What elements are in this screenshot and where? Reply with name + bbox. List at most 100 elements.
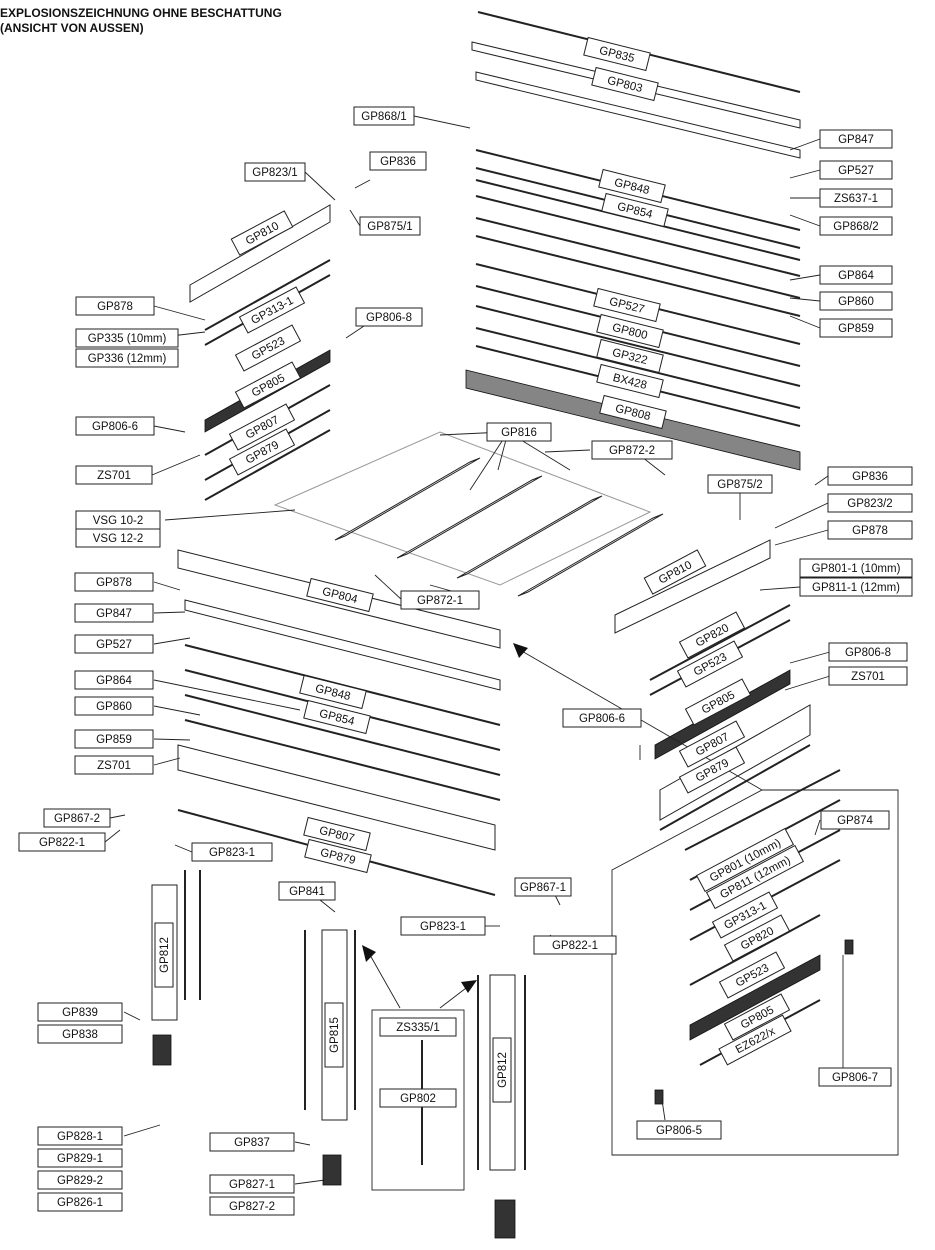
part-label: GP806-8 [366,312,412,324]
part-label: GP829-2 [57,1175,103,1187]
label-box-gp872-1: GP872-1 [400,590,480,610]
label-box-gp808: GP808 [599,394,667,430]
part-label: GP823-1 [420,921,466,933]
label-box-gp867-2: GP867-2 [43,808,111,828]
label-box-gp336: GP336 (12mm) [75,348,179,368]
label-box-gp868-2: GP868/2 [819,216,893,236]
label-box-zs701-front: ZS701 [74,755,154,775]
part-label: GP836 [380,156,416,168]
part-label: GP878 [97,301,133,313]
part-label: GP815 [329,1017,341,1053]
part-label: GP527 [96,639,132,651]
label-box-gp859-front: GP859 [74,729,154,749]
label-box-gp811-1: GP811-1 (12mm) [799,577,913,597]
part-label: GP875/1 [367,221,412,233]
label-box-gp872-2: GP872-2 [591,440,673,460]
label-box-gp836-right: GP836 [827,466,913,486]
part-label: GP867-2 [54,813,100,825]
part-label: GP823/1 [252,167,297,179]
label-box-gp828-1: GP828-1 [37,1126,123,1146]
label-box-gp836-top: GP836 [369,151,427,171]
label-box-gp816: GP816 [486,422,552,442]
diagram-title-line-1: EXPLOSIONSZEICHNUNG OHNE BESCHATTUNG [0,6,282,20]
part-label: GP859 [96,734,132,746]
label-box-gp839: GP839 [37,1002,123,1022]
label-box-gp859-top: GP859 [819,318,893,338]
label-box-gp802: GP802 [379,1088,457,1108]
label-box-gp800: GP800 [596,313,664,349]
label-box-gp864-front: GP864 [74,670,154,690]
label-box-gp822-1-right: GP822-1 [533,935,617,955]
part-label: ZS701 [851,671,885,683]
part-label: GP828-1 [57,1131,103,1143]
part-label: GP827-2 [229,1201,275,1213]
glass-pane-assembly [273,431,664,597]
label-box-gp823-2: GP823/2 [827,493,913,513]
part-label: GP847 [838,134,874,146]
part-label: GP859 [838,323,874,335]
label-box-gp879-front: GP879 [304,838,372,874]
label-box-gp806-8-left: GP806-8 [355,307,423,327]
label-box-gp806-5: GP806-5 [636,1120,722,1140]
label-box-gp322: GP322 [596,338,664,374]
label-box-gp527-front: GP527 [74,634,154,654]
part-label: GP802 [400,1093,436,1105]
label-box-vsg10: VSG 10-2 [75,510,161,530]
part-label: GP839 [62,1007,98,1019]
label-box-gp867-1: GP867-1 [514,877,572,897]
part-label: GP527 [838,165,874,177]
part-label: GP336 (12mm) [88,353,167,365]
part-label: GP872-2 [609,445,655,457]
diagram-title-line-2: (ANSICHT VON AUSSEN) [0,21,144,35]
label-box-gp848-top: GP848 [598,168,666,204]
part-label: VSG 10-2 [93,515,144,527]
label-box-gp523-right: GP523 [676,640,744,688]
label-box-gp823-1-left: GP823-1 [191,842,273,862]
label-box-gp822-1-left: GP822-1 [18,832,106,852]
part-label: GP823/2 [847,498,892,510]
part-label: VSG 12-2 [93,533,144,545]
part-label: GP827-1 [229,1179,275,1191]
label-box-gp838: GP838 [37,1024,123,1044]
label-box-gp860-top: GP860 [819,291,893,311]
part-label: GP837 [234,1137,270,1149]
part-label: GP829-1 [57,1153,103,1165]
label-box-gp860-front: GP860 [74,696,154,716]
part-label: GP335 (10mm) [88,333,167,345]
label-box-gp868-1: GP868/1 [353,106,415,126]
part-label: GP841 [289,886,325,898]
label-box-gp878-front: GP878 [74,572,154,592]
label-box-gp823-1-mid: GP823-1 [400,916,486,936]
label-box-gp841: GP841 [278,881,336,901]
label-box-gp829-1: GP829-1 [37,1148,123,1168]
part-label: GP812 [159,937,171,973]
label-box-gp807-front: GP807 [303,816,371,852]
label-box-gp803: GP803 [591,66,659,102]
right-middle-profiles [614,539,811,831]
label-box-zs701-right: ZS701 [828,666,908,686]
label-box-gp878-left: GP878 [75,296,155,316]
label-box-gp848-front: GP848 [299,674,367,710]
label-box-gp847-front: GP847 [74,603,154,623]
part-label: GP801-1 (10mm) [812,563,901,575]
part-label: GP847 [96,608,132,620]
label-box-gp527-mid: GP527 [593,287,661,323]
label-box-gp854-front: GP854 [303,699,371,735]
label-box-gp806-7: GP806-7 [818,1067,892,1087]
label-box-gp806-6-right: GP806-6 [562,708,642,728]
label-box-gp815: GP815 [324,1002,344,1068]
part-label: GP867-1 [520,882,566,894]
label-box-gp837: GP837 [209,1132,295,1152]
label-box-gp864-top: GP864 [819,265,893,285]
part-label: GP864 [838,270,874,282]
part-label: GP822-1 [552,940,598,952]
part-label: GP806-7 [832,1072,878,1084]
part-label: GP878 [96,577,132,589]
part-label: GP868/2 [833,221,878,233]
part-label: ZS335/1 [396,1022,439,1034]
label-box-gp827-2: GP827-2 [209,1196,295,1216]
label-box-gp804: GP804 [306,577,374,613]
label-box-gp806-6-left: GP806-6 [75,416,155,436]
label-box-gp812-right: GP812 [492,1037,512,1103]
